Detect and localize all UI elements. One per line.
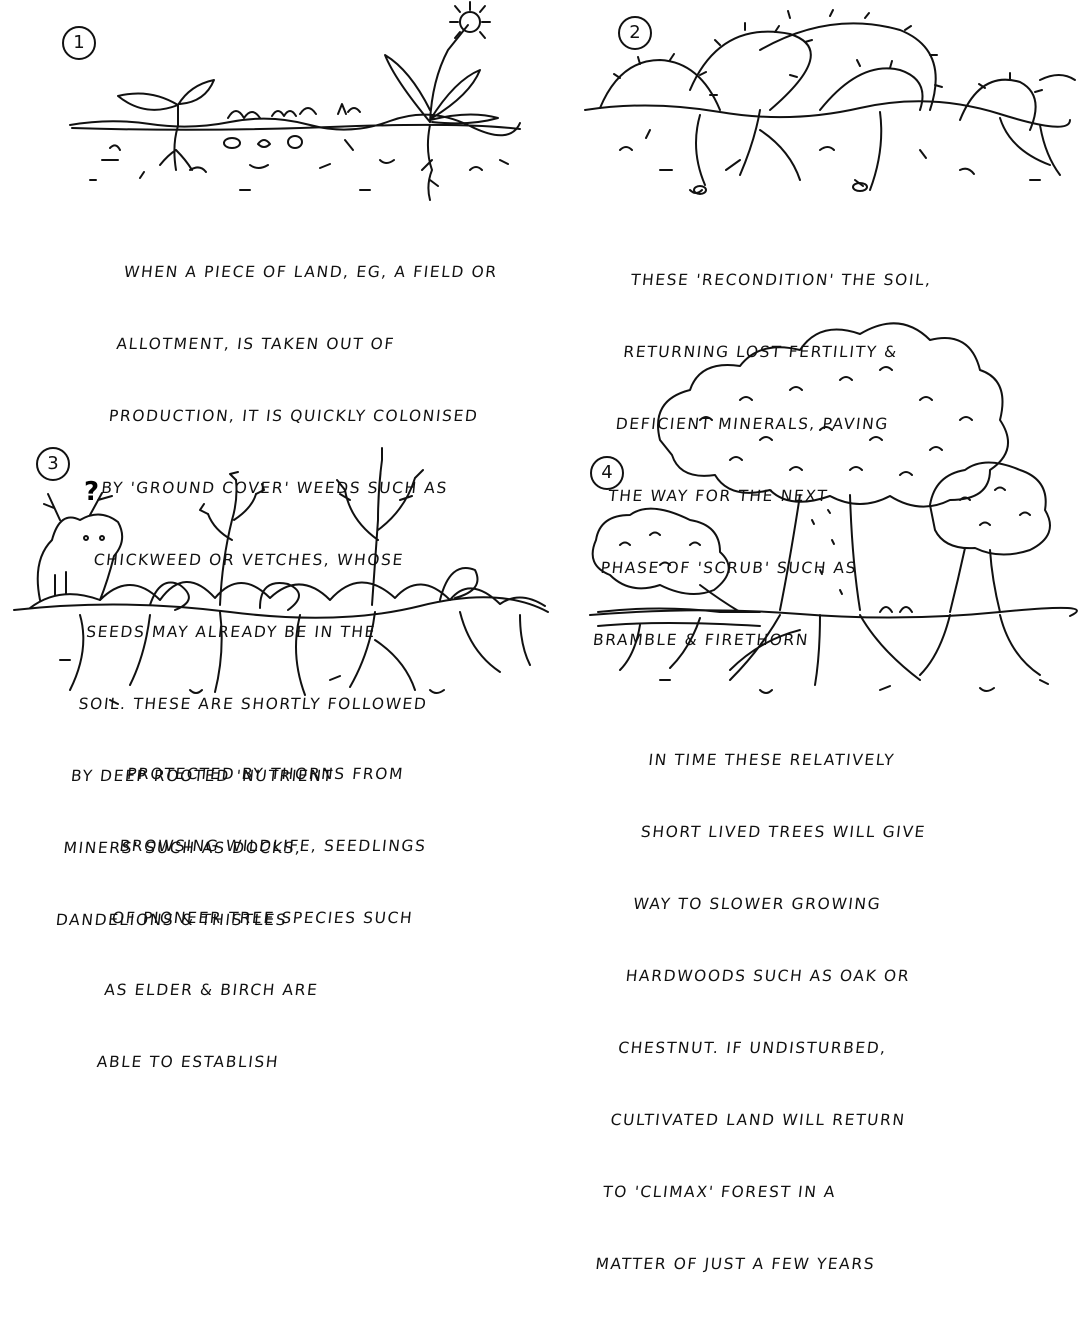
panel-3-caption-line: ABLE TO ESTABLISH (96, 1050, 405, 1074)
panel-4-caption-line: TO 'CLIMAX' FOREST IN A (602, 1180, 899, 1204)
panel-4-caption-line: CULTIVATED LAND WILL RETURN (609, 1108, 906, 1132)
panel-3-caption-line: OF PIONEER TREE SPECIES SUCH (111, 906, 420, 930)
panel-4-caption-line: HARDWOODS SUCH AS OAK OR (625, 964, 922, 988)
panel-4-caption-line: IN TIME THESE RELATIVELY (647, 748, 944, 772)
panel-4-caption-line: CHESTNUT. IF UNDISTURBED, (617, 1036, 914, 1060)
oak-trunk (780, 495, 860, 610)
oak-canopy (658, 323, 1008, 506)
panel-4-caption-line: MATTER OF JUST A FEW YEARS (594, 1252, 891, 1276)
right-tree-trunk (950, 548, 1000, 612)
small-tree-canopy (593, 509, 729, 594)
panel-4-caption-line: SHORT LIVED TREES WILL GIVE (640, 820, 937, 844)
panel-3-caption-line: AS ELDER & BIRCH ARE (103, 978, 412, 1002)
panel-4-caption-line: WAY TO SLOWER GROWING (632, 892, 929, 916)
